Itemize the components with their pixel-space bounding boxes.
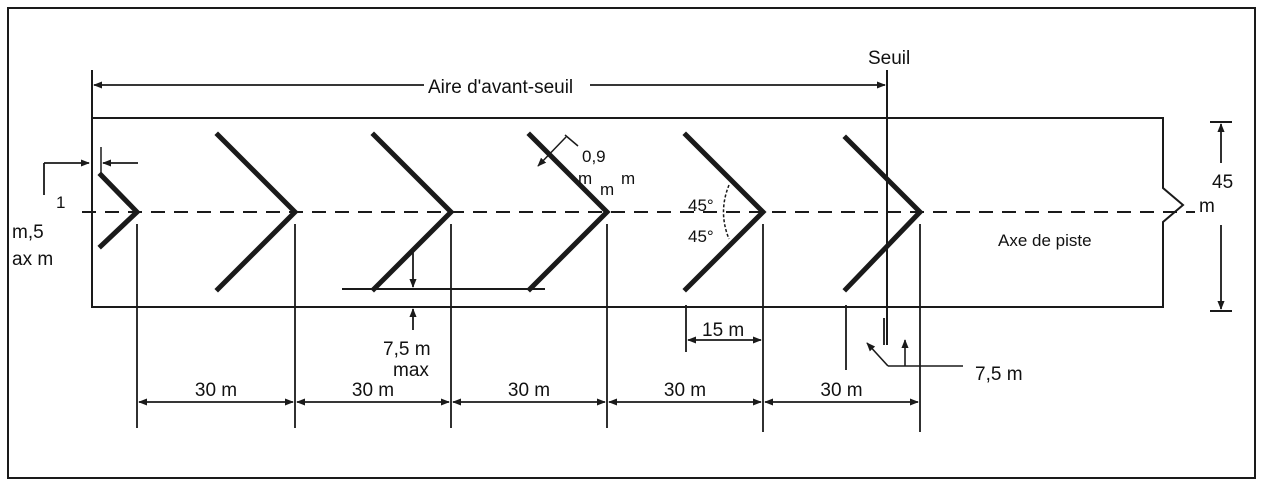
angle-bottom: 45° <box>688 227 714 246</box>
spacing-label-5: 30 m <box>820 380 862 401</box>
chevron-6-thin-edge <box>886 179 922 246</box>
axe-de-piste-label: Axe de piste <box>998 231 1092 250</box>
chevron-2 <box>214 131 299 293</box>
stroke-thk-c: m <box>600 180 614 199</box>
chevron-3 <box>370 131 455 293</box>
chevron-6 <box>842 134 924 293</box>
max-offset-value: 7,5 m <box>383 339 431 360</box>
spacing-label-4: 30 m <box>664 380 706 401</box>
chevron-5 <box>682 131 767 293</box>
spacing-label-3: 30 m <box>508 380 550 401</box>
stroke-thk-b: m <box>578 169 592 188</box>
max-offset-max: max <box>393 360 429 381</box>
width-unit: m <box>1199 196 1215 217</box>
runway-outline <box>91 117 1185 308</box>
chevron-4 <box>526 131 611 293</box>
aire-label: Aire d'avant-seuil <box>428 77 573 98</box>
angle-top: 45° <box>688 196 714 215</box>
figure-frame <box>7 7 1256 479</box>
threshold-offset-label: 7,5 m <box>975 364 1023 385</box>
threshold-offset-arrow-a <box>866 342 889 367</box>
stroke-thk-arrow <box>537 136 567 167</box>
width-value: 45 <box>1212 172 1233 193</box>
stroke-thk-d: m <box>621 169 635 188</box>
seuil-label: Seuil <box>868 48 910 69</box>
spacing-dimensions: 30 m 30 m 30 m 30 m 30 m <box>138 380 919 406</box>
angle-arc <box>722 184 730 240</box>
left-label-2: m,5 <box>12 222 44 243</box>
spacing-label-1: 30 m <box>195 380 237 401</box>
left-label-3: ax m <box>12 249 53 270</box>
stroke-thk-a: 0,9 <box>582 147 606 166</box>
chevron-1 <box>97 171 141 250</box>
spacing-label-2: 30 m <box>352 380 394 401</box>
chevron-length-label: 15 m <box>702 320 744 341</box>
spacing-extension-lines <box>136 224 921 432</box>
left-label-1: 1 <box>56 193 65 212</box>
